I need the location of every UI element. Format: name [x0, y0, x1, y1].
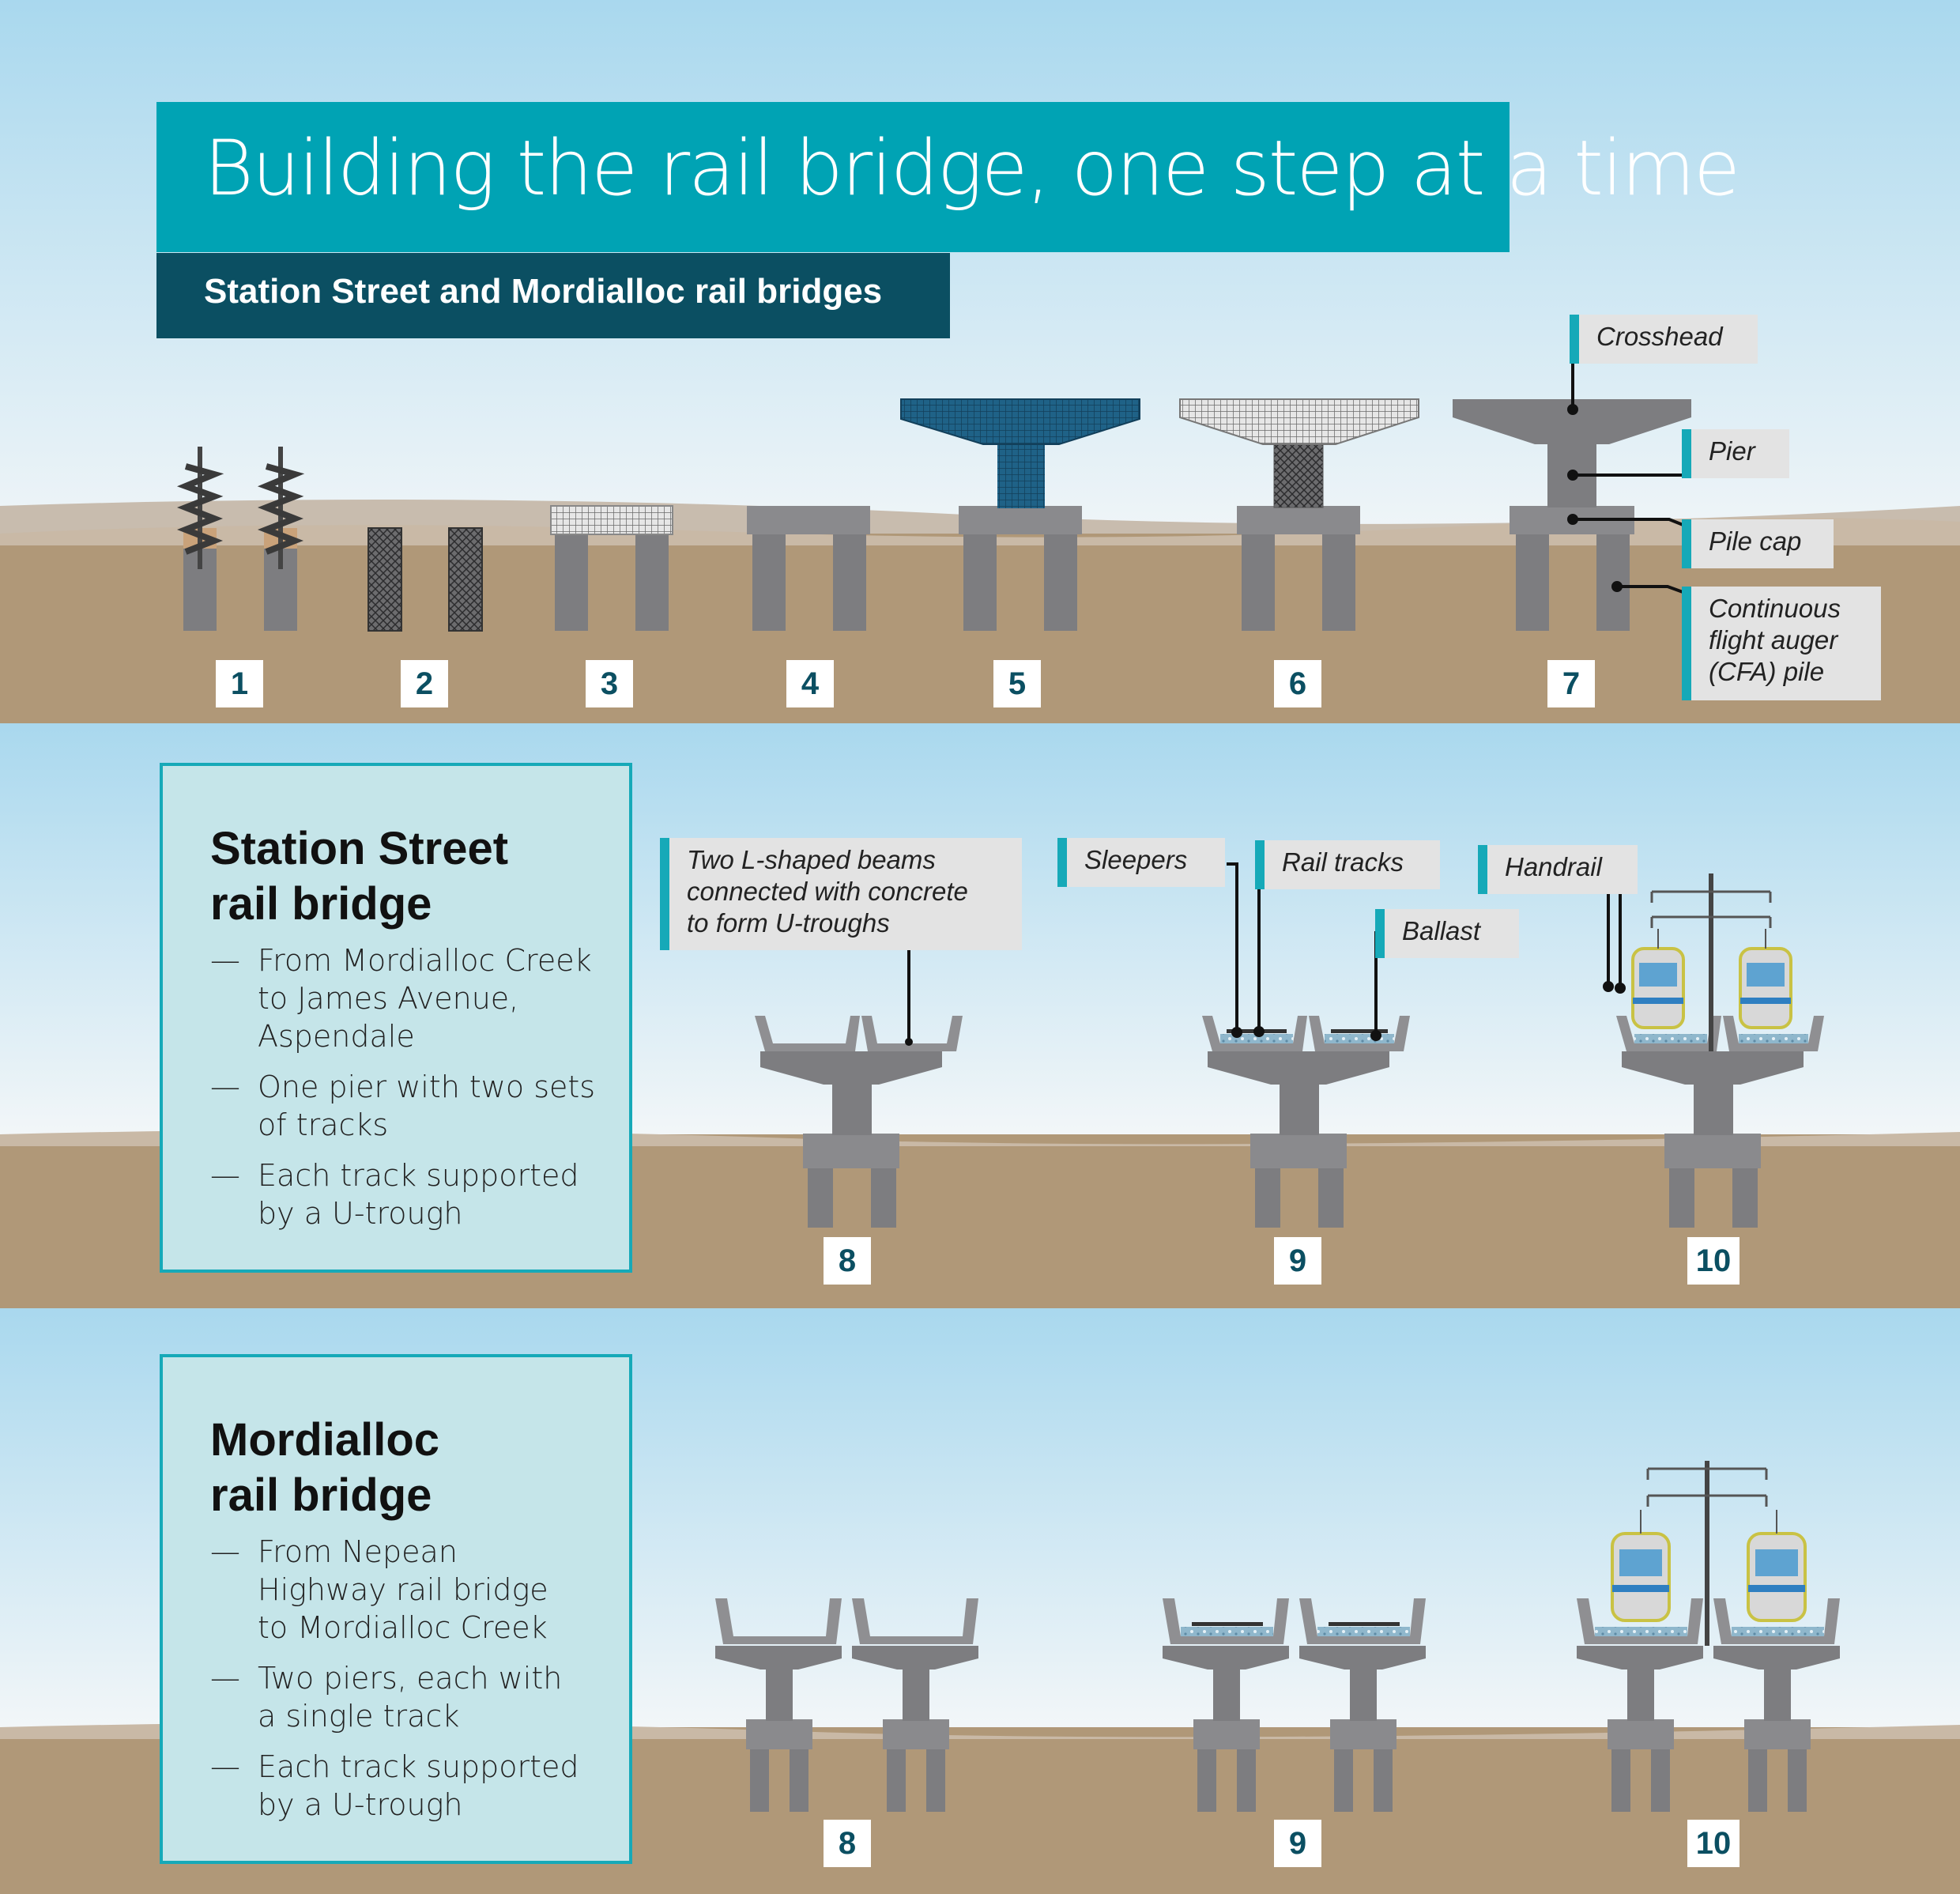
step-number-5: 5 — [993, 660, 1041, 707]
page-title: Building the rail bridge, one step at a … — [204, 124, 1740, 213]
step-1-auger-piles — [176, 447, 305, 631]
station-street-bullets: From Mordialloc Creek to James Avenue, A… — [210, 941, 595, 1245]
mordialloc-step-number-8: 8 — [824, 1820, 871, 1867]
bullet-item: Each track supported by a U-trough — [210, 1156, 595, 1232]
mordialloc-bullets: From Nepean Highway rail bridge to Mordi… — [210, 1533, 579, 1836]
sleepers-label: Sleepers — [1057, 838, 1225, 887]
step-7-complete-pier — [1453, 399, 1691, 631]
subtitle-banner: Station Street and Mordialloc rail bridg… — [156, 253, 950, 338]
rail-tracks-label: Rail tracks — [1255, 840, 1440, 889]
step-6-pier-formwork — [1179, 398, 1419, 631]
station-step-number-8: 8 — [824, 1237, 871, 1285]
mordialloc-step-number-9: 9 — [1274, 1820, 1321, 1867]
mordialloc-step-10-trains-and-overhead — [1577, 1461, 1840, 1812]
station-step-number-10: 10 — [1687, 1237, 1740, 1285]
component-leader-lines — [1567, 362, 1686, 594]
handrail-label: Handrail — [1478, 845, 1638, 894]
step-number-3: 3 — [586, 660, 633, 707]
mordialloc-step-number-10: 10 — [1687, 1820, 1740, 1867]
bullet-item: One pier with two sets of tracks — [210, 1068, 595, 1144]
pile-cap-label: Pile cap — [1682, 519, 1834, 568]
bullet-item: Each track supported by a U-trough — [210, 1748, 579, 1824]
step-3-pile-cap-formwork — [550, 505, 673, 631]
crosshead-label: Crosshead — [1570, 315, 1758, 364]
mordialloc-step-8-u-trough-beams — [715, 1598, 978, 1812]
station-step-number-9: 9 — [1274, 1237, 1321, 1285]
ballast-label: Ballast — [1375, 909, 1519, 958]
bullet-item: From Mordialloc Creek to James Avenue, A… — [210, 941, 595, 1055]
step-5-pier-reinforcement — [900, 398, 1140, 631]
bullet-item: Two piers, each with a single track — [210, 1659, 579, 1735]
step-4-pile-cap — [747, 506, 870, 631]
page-subtitle: Station Street and Mordialloc rail bridg… — [204, 272, 883, 311]
pier-label: Pier — [1682, 429, 1789, 478]
mordialloc-title: Mordialloc rail bridge — [210, 1414, 440, 1521]
cfa-pile-label: Continuous flight auger (CFA) pile — [1682, 587, 1881, 700]
station-step-8-u-trough-beams — [755, 1016, 963, 1228]
station-street-info-box: Station Street rail bridge From Mordiall… — [160, 763, 632, 1273]
step-number-1: 1 — [216, 660, 263, 707]
mordialloc-step-9-ballast-and-tracks — [1163, 1598, 1426, 1812]
step-2-reinforcement-cages — [368, 527, 483, 632]
step-number-2: 2 — [401, 660, 448, 707]
u-trough-leader-dot — [905, 1038, 913, 1046]
station-street-title: Station Street rail bridge — [210, 823, 509, 930]
step-number-7: 7 — [1547, 660, 1595, 707]
mordialloc-info-box: Mordialloc rail bridge From Nepean Highw… — [160, 1354, 632, 1864]
title-banner: Building the rail bridge, one step at a … — [156, 102, 1740, 252]
l-shaped-beams-label: Two L-shaped beams connected with concre… — [660, 838, 1022, 950]
bullet-item: From Nepean Highway rail bridge to Mordi… — [210, 1533, 579, 1647]
station-step-9-ballast-and-tracks — [1202, 1016, 1410, 1228]
step-number-6: 6 — [1274, 660, 1321, 707]
step-number-4: 4 — [786, 660, 834, 707]
station-step-10-trains-and-overhead — [1616, 873, 1824, 1228]
